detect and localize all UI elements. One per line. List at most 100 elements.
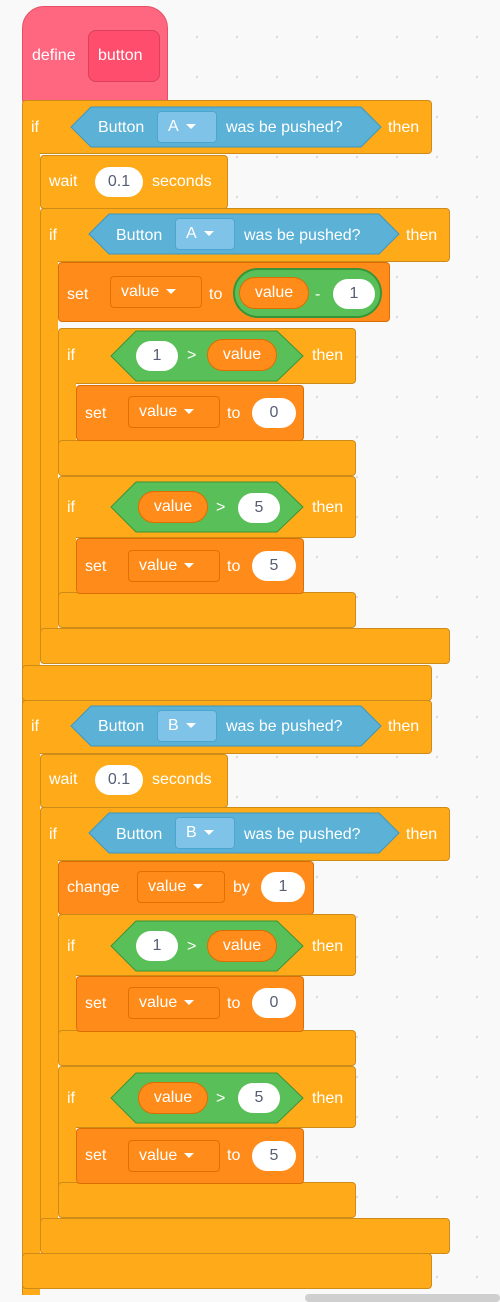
- button-a-value: A: [186, 225, 197, 242]
- if-block-inner-a-arm: [40, 258, 58, 636]
- sensing-boolean-button-b-inner[interactable]: [88, 812, 400, 854]
- if-label: if: [67, 347, 75, 364]
- dropdown-arrow-icon: [184, 1000, 195, 1006]
- if-label: if: [49, 227, 57, 244]
- button-label: Button: [98, 119, 145, 136]
- if-label: if: [31, 718, 39, 735]
- if-block-cond1-a-arm: [58, 380, 76, 450]
- if-block-inner-b-arm: [40, 857, 58, 1227]
- set-label: set: [85, 1147, 107, 1164]
- by-label: by: [233, 879, 250, 896]
- variable-dropdown[interactable]: value: [128, 396, 220, 428]
- change-label: change: [67, 879, 120, 896]
- variable-name: value: [139, 994, 178, 1011]
- set-label: set: [85, 558, 107, 575]
- to-label: to: [209, 286, 223, 303]
- variable-name: value: [139, 403, 178, 420]
- button-label: Button: [98, 718, 145, 735]
- then-label: then: [406, 826, 438, 843]
- if-label: if: [31, 119, 39, 136]
- button-b-value: B: [168, 717, 179, 734]
- variable-name: value: [148, 878, 187, 895]
- dropdown-arrow-icon: [166, 289, 177, 295]
- if-block-cond2-b-arm: [58, 1120, 76, 1190]
- if-block-inner-a-foot: [40, 628, 450, 664]
- if-label: if: [67, 938, 75, 955]
- change-amount-input[interactable]: 1: [261, 872, 305, 902]
- variable-dropdown[interactable]: value: [128, 550, 220, 582]
- compare-left-input[interactable]: 1: [136, 931, 178, 961]
- procedure-name: button: [98, 47, 143, 64]
- value-reporter[interactable]: value: [138, 491, 208, 523]
- if-block-cond2-b-foot: [58, 1182, 356, 1218]
- then-label: then: [312, 1090, 344, 1107]
- greater-than-symbol: >: [216, 1090, 226, 1107]
- if-block-cond1-a-foot: [58, 440, 356, 476]
- variable-dropdown[interactable]: value: [128, 987, 220, 1019]
- button-a-dropdown-inner[interactable]: A: [175, 218, 235, 250]
- greater-than-symbol: >: [187, 347, 197, 364]
- set-value-input[interactable]: 5: [252, 551, 296, 581]
- value-reporter[interactable]: value: [138, 1082, 208, 1114]
- procedure-name-slot[interactable]: [88, 30, 160, 82]
- wait-label: wait: [49, 173, 78, 190]
- variable-name: value: [121, 283, 160, 300]
- dropdown-arrow-icon: [185, 723, 196, 729]
- then-label: then: [312, 347, 344, 364]
- value-reporter[interactable]: value: [207, 339, 277, 371]
- dropdown-arrow-icon: [184, 563, 195, 569]
- if-label: if: [67, 1090, 75, 1107]
- to-label: to: [227, 1147, 241, 1164]
- then-label: then: [388, 718, 420, 735]
- if-block-inner-b-foot: [40, 1218, 450, 1254]
- sensing-boolean-button-a-inner[interactable]: [88, 213, 400, 255]
- then-label: then: [388, 119, 420, 136]
- compare-left-input[interactable]: 1: [136, 341, 178, 371]
- variable-dropdown[interactable]: value: [137, 871, 225, 903]
- button-a-dropdown[interactable]: A: [157, 111, 217, 143]
- if-label: if: [49, 826, 57, 843]
- dropdown-arrow-icon: [184, 1153, 195, 1159]
- to-label: to: [227, 995, 241, 1012]
- set-label: set: [85, 405, 107, 422]
- button-label: Button: [116, 826, 163, 843]
- set-value-input[interactable]: 5: [252, 1141, 296, 1171]
- set-label: set: [67, 286, 89, 303]
- define-keyword: define: [32, 47, 76, 64]
- sensing-boolean-button-b[interactable]: [70, 705, 382, 747]
- dropdown-arrow-icon: [203, 830, 214, 836]
- if-block-cond1-b-arm: [58, 970, 76, 1040]
- horizontal-scrollbar[interactable]: [305, 1294, 500, 1302]
- sensing-boolean-button-a[interactable]: [70, 106, 382, 148]
- seconds-label: seconds: [152, 771, 212, 788]
- dropdown-arrow-icon: [184, 409, 195, 415]
- set-value-input[interactable]: 0: [252, 398, 296, 428]
- then-label: then: [312, 938, 344, 955]
- button-b-value: B: [186, 824, 197, 841]
- value-reporter[interactable]: value: [239, 277, 309, 309]
- subtract-amount-input[interactable]: 1: [333, 279, 375, 309]
- to-label: to: [227, 558, 241, 575]
- variable-dropdown[interactable]: value: [110, 276, 202, 308]
- button-b-dropdown[interactable]: B: [157, 710, 217, 742]
- compare-right-input[interactable]: 5: [238, 1083, 280, 1113]
- then-label: then: [406, 227, 438, 244]
- wait-seconds-input[interactable]: 0.1: [95, 167, 143, 197]
- minus-operator-symbol: -: [315, 286, 321, 303]
- was-pushed-label: was be pushed?: [244, 227, 361, 244]
- then-label: then: [312, 499, 344, 516]
- value-reporter[interactable]: value: [207, 930, 277, 962]
- set-value-input[interactable]: 0: [252, 988, 296, 1018]
- to-label: to: [227, 405, 241, 422]
- button-a-value: A: [168, 118, 179, 135]
- was-pushed-label: was be pushed?: [244, 826, 361, 843]
- if-block-outer-b-arm: [22, 750, 40, 1295]
- wait-seconds-input[interactable]: 0.1: [95, 765, 143, 795]
- variable-name: value: [139, 557, 178, 574]
- was-pushed-label: was be pushed?: [226, 119, 343, 136]
- if-block-outer-b-foot: [22, 1253, 432, 1289]
- variable-dropdown[interactable]: value: [128, 1140, 220, 1172]
- compare-right-input[interactable]: 5: [238, 493, 280, 523]
- button-b-dropdown-inner[interactable]: B: [175, 817, 235, 849]
- greater-than-symbol: >: [216, 499, 226, 516]
